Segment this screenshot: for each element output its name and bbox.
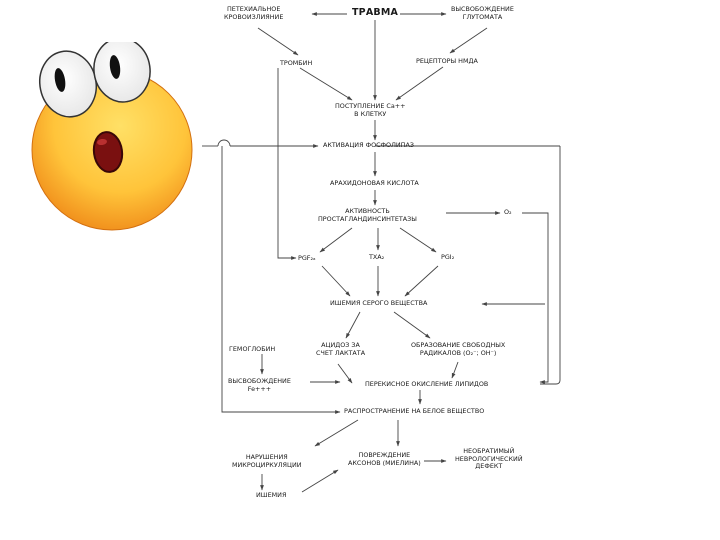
node-iron-line1: ВЫСВОБОЖДЕНИЕ xyxy=(228,377,291,385)
node-petechial-hemorrhage: ПЕТЕХИАЛЬНОЕ КРОВОИЗЛИЯНИЕ xyxy=(224,5,284,21)
node-calcium-influx: ПОСТУПЛЕНИЕ Ca++ В КЛЕТКУ xyxy=(335,102,406,118)
node-petechial-line2: КРОВОИЗЛИЯНИЕ xyxy=(224,12,284,21)
node-white-matter-spread: РАСПРОСТРАНЕНИЕ НА БЕЛОЕ ВЕЩЕСТВО xyxy=(344,407,485,415)
node-pgi2: PGI₂ xyxy=(441,253,455,261)
node-txa2: TXA₂ xyxy=(369,253,385,261)
node-pgf2a: PGF₂ₐ xyxy=(298,254,316,262)
node-oxygen: O₂ xyxy=(504,208,512,216)
node-gray-matter-ischemia: ИШЕМИЯ СЕРОГО ВЕЩЕСТВА xyxy=(330,299,428,307)
node-axon-damage: ПОВРЕЖДЕНИЕ АКСОНОВ (МИЕЛИНА) xyxy=(348,451,421,467)
node-axon-line2: АКСОНОВ (МИЕЛИНА) xyxy=(348,458,421,467)
node-lactate-acidosis: АЦИДОЗ ЗА СЧЕТ ЛАКТАТА xyxy=(316,341,366,357)
node-microcirculation: НАРУШЕНИЯ МИКРОЦИРКУЛЯЦИИ xyxy=(232,453,302,469)
node-nmda-receptors: РЕЦЕПТОРЫ НМДА xyxy=(416,57,478,65)
node-prostaglandin-line1: АКТИВНОСТЬ xyxy=(345,207,390,215)
node-phospholipase-activation: АКТИВАЦИЯ ФОСФОЛИПАЗ xyxy=(323,141,414,149)
node-glutamate-release: ВЫСВОБОЖДЕНИЕ ГЛУТОМАТА xyxy=(451,5,514,21)
node-prostaglandin-synthetase: АКТИВНОСТЬ ПРОСТАГЛАНДИНСИНТЕТАЗЫ xyxy=(318,207,417,223)
node-prostaglandin-line2: ПРОСТАГЛАНДИНСИНТЕТАЗЫ xyxy=(318,214,417,223)
node-trauma: ТРАВМА xyxy=(352,7,399,18)
node-microcirc-line1: НАРУШЕНИЯ xyxy=(245,453,288,461)
node-acidosis-line2: СЧЕТ ЛАКТАТА xyxy=(316,348,366,357)
node-thrombin: ТРОМБИН xyxy=(280,59,313,67)
node-free-radicals: ОБРАЗОВАНИЕ СВОБОДНЫХ РАДИКАЛОВ (O₂⁻; OH… xyxy=(411,341,506,357)
shocked-smiley-icon xyxy=(31,42,193,231)
node-radicals-line1: ОБРАЗОВАНИЕ СВОБОДНЫХ xyxy=(411,341,506,349)
node-neurological-deficit: НЕОБРАТИМЫЙ НЕВРОЛОГИЧЕСКИЙ ДЕФЕКТ xyxy=(455,447,523,471)
node-glutamate-line1: ВЫСВОБОЖДЕНИЕ xyxy=(451,5,514,13)
node-deficit-line1: НЕОБРАТИМЫЙ xyxy=(463,447,515,455)
node-ischemia: ИШЕМИЯ xyxy=(256,491,287,499)
node-acidosis-line1: АЦИДОЗ ЗА xyxy=(321,341,360,349)
node-calcium-line1: ПОСТУПЛЕНИЕ Ca++ xyxy=(335,102,406,110)
node-arachidonic-acid: АРАХИДОНОВАЯ КИСЛОТА xyxy=(330,179,419,187)
node-axon-line1: ПОВРЕЖДЕНИЕ xyxy=(358,451,411,459)
node-lipid-peroxidation: ПЕРЕКИСНОЕ ОКИСЛЕНИЕ ЛИПИДОВ xyxy=(365,380,489,388)
node-iron-release: ВЫСВОБОЖДЕНИЕ Fe+++ xyxy=(228,377,291,393)
node-radicals-line2: РАДИКАЛОВ (O₂⁻; OH⁻) xyxy=(419,348,497,357)
node-microcirc-line2: МИКРОЦИРКУЛЯЦИИ xyxy=(232,460,302,469)
node-calcium-line2: В КЛЕТКУ xyxy=(354,109,387,118)
node-hemoglobin: ГЕМОГЛОБИН xyxy=(229,345,276,353)
node-glutamate-line2: ГЛУТОМАТА xyxy=(462,12,503,21)
node-petechial-line1: ПЕТЕХИАЛЬНОЕ xyxy=(226,5,281,13)
node-deficit-line3: ДЕФЕКТ xyxy=(475,462,503,471)
node-iron-line2: Fe+++ xyxy=(247,384,272,393)
node-deficit-line2: НЕВРОЛОГИЧЕСКИЙ xyxy=(455,454,523,463)
